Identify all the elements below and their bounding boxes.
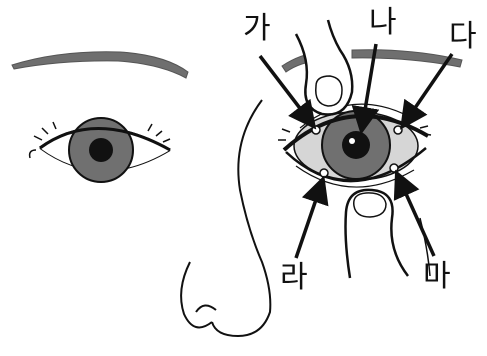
point-ga: [312, 126, 320, 134]
upper-finger: [296, 20, 352, 115]
lower-finger: [346, 190, 409, 278]
right-pupil: [342, 131, 370, 159]
arrow-ma: [398, 176, 434, 256]
pupil-highlight: [349, 138, 355, 144]
label-na: 나: [369, 8, 397, 38]
left-eye: [30, 118, 170, 182]
label-ga: 가: [243, 14, 271, 44]
point-ra: [320, 169, 328, 177]
label-ra: 라: [280, 263, 308, 293]
nose: [181, 100, 270, 336]
point-da: [394, 126, 402, 134]
left-eyebrow: [12, 52, 188, 78]
label-da: 다: [449, 22, 477, 52]
point-ma: [390, 164, 398, 172]
arrow-da: [404, 54, 452, 124]
arrow-ra: [296, 182, 322, 258]
label-ma: 마: [423, 262, 451, 292]
left-pupil: [89, 138, 113, 162]
